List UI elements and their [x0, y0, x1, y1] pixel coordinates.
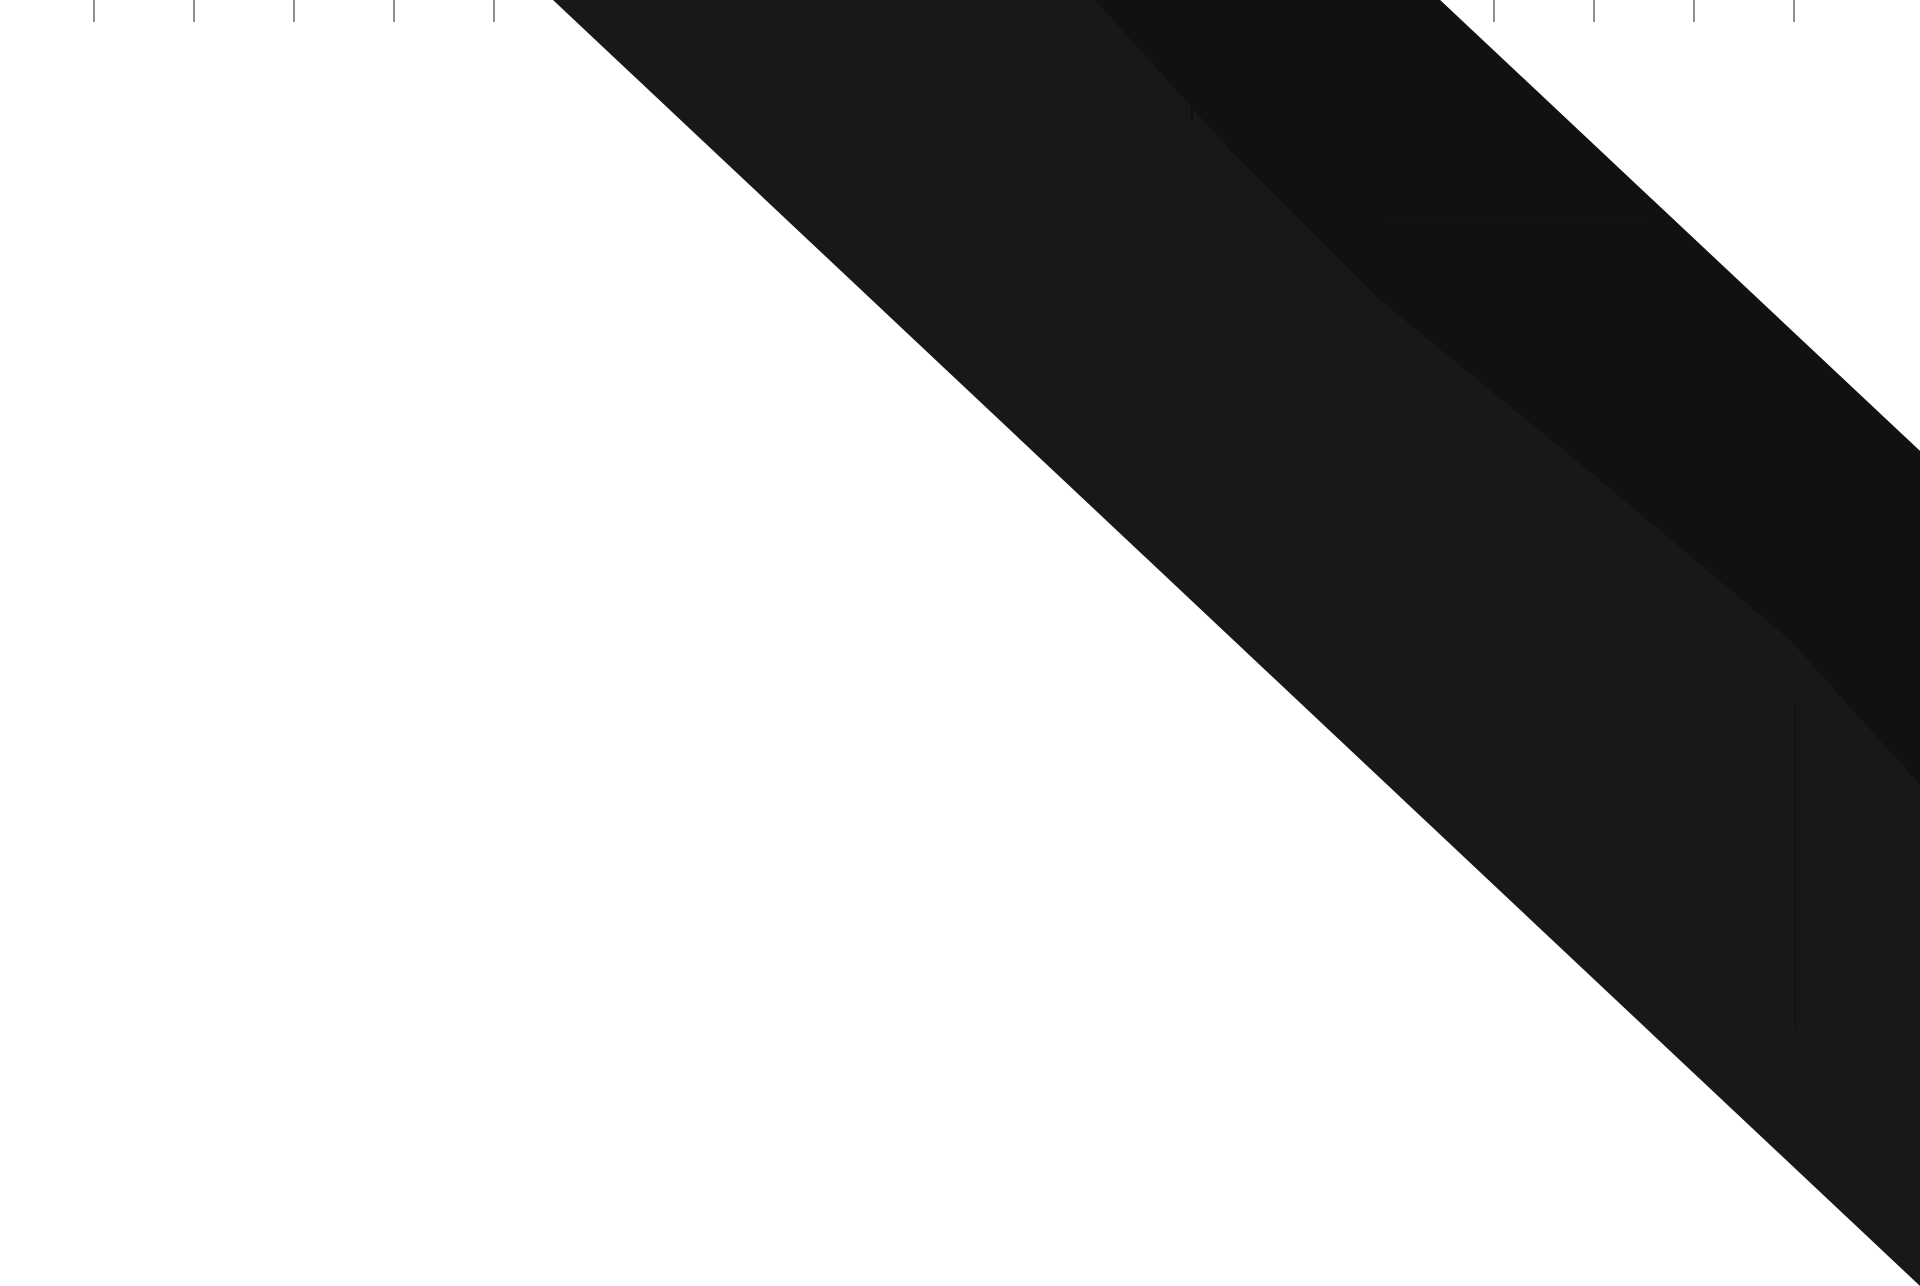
diagonal-band-lower	[553, 0, 1920, 1286]
ruler-ticks	[93, 0, 1795, 22]
band-shadow	[1095, 0, 1920, 785]
